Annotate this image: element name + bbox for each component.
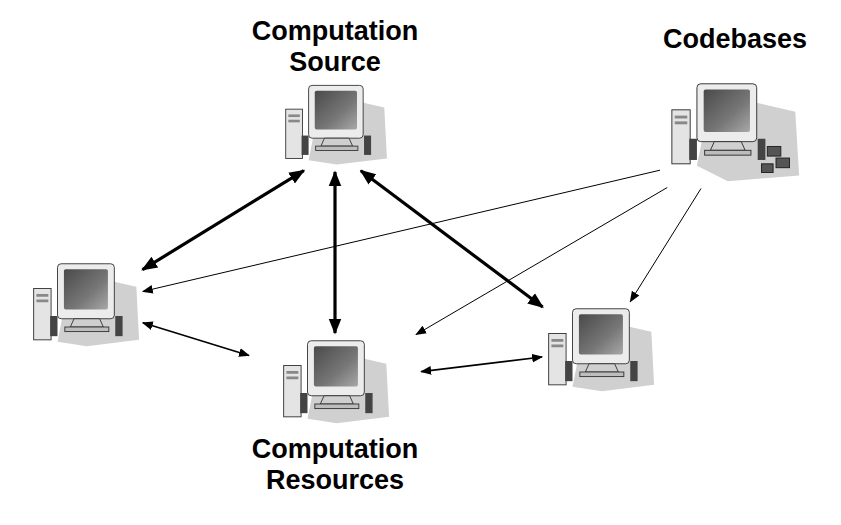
resource-computer	[545, 304, 655, 396]
codebase-computer: Codebases	[663, 24, 807, 187]
source-computer: Computation Source	[252, 16, 418, 169]
resource-computer: Computation Resources	[252, 336, 418, 495]
connector-arrow	[143, 171, 304, 270]
resource-computer	[30, 259, 140, 351]
node-label: Computation Source	[252, 16, 418, 77]
connector-arrow	[361, 171, 543, 307]
connector-arrow	[143, 323, 249, 356]
computer-icon	[30, 259, 140, 351]
computer-icon	[545, 304, 655, 396]
computer-icon	[280, 336, 390, 428]
node-label: Computation Resources	[252, 434, 418, 495]
connector-arrow	[143, 170, 660, 291]
computer-icon	[280, 81, 390, 169]
connector-arrow	[630, 189, 701, 302]
computer-icon	[668, 78, 803, 186]
node-label: Codebases	[663, 24, 807, 55]
connector-arrow	[421, 357, 542, 372]
connector-arrow	[333, 172, 336, 333]
